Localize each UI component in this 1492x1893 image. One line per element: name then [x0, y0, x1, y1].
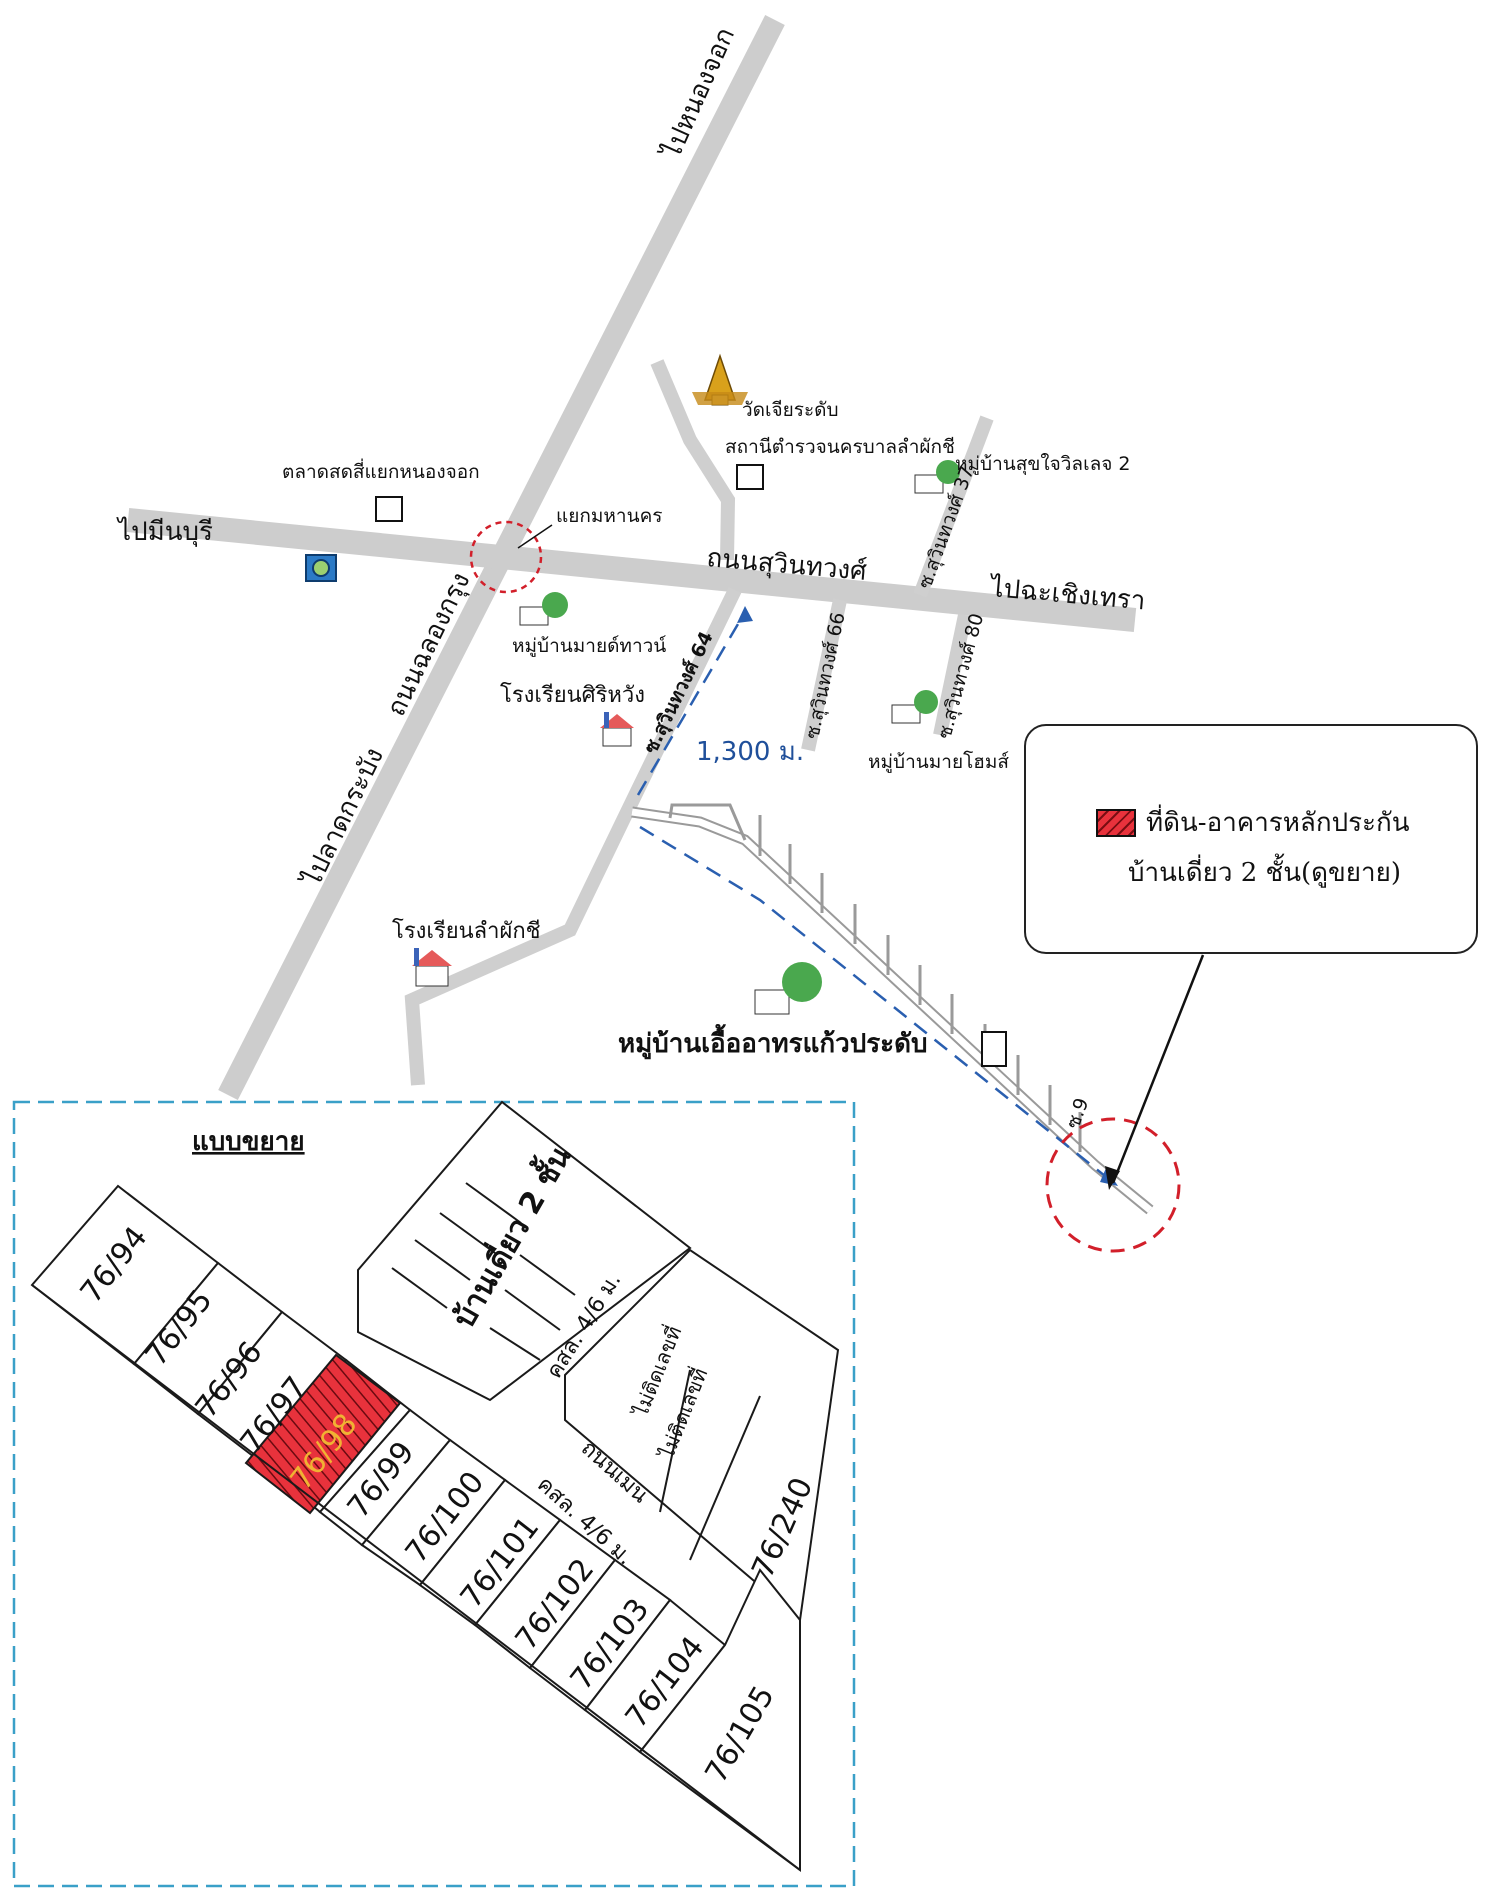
temple-icon — [692, 353, 748, 406]
road-temple — [650, 359, 736, 561]
label-school-sirirwang: โรงเรียนศิริหวัง — [500, 682, 645, 708]
detail-title: แบบขยาย — [192, 1127, 305, 1157]
lot-76-98-highlight — [244, 1353, 402, 1515]
village-icon — [914, 460, 960, 494]
label-village-myhome: หมู่บ้านมายโฮมส์ — [868, 750, 1009, 773]
legend-pointer — [1111, 954, 1205, 1184]
label-soi-80: ซ.สุวินทวงศ์ 80 — [934, 611, 990, 741]
road-soi-66 — [801, 598, 847, 752]
target-circle — [1045, 1117, 1181, 1253]
label-market: ตลาดสดสี่แยกหนองจอก — [282, 458, 480, 483]
label-temple: วัดเจียระดับ — [742, 399, 839, 421]
label-village-sukjai: หมู่บ้านสุขใจวิลเลจ 2 — [955, 453, 1130, 476]
school-icon — [600, 712, 634, 747]
village-icon — [754, 962, 822, 1015]
road-soi-64 — [404, 586, 742, 1086]
bus-stop-icon — [305, 554, 337, 582]
label-police: สถานีตำรวจนครบาลลำผักชี — [725, 436, 955, 458]
road-soi-80 — [933, 613, 972, 737]
house-block — [357, 1100, 692, 1402]
route-dashed-village — [639, 825, 1111, 1181]
label-school-lamphakchi: โรงเรียนลำผักชี — [392, 918, 541, 944]
legend-swatch — [1096, 808, 1136, 837]
right-block — [564, 1248, 840, 1622]
label-village-ueaarthon: หมู่บ้านเอื้ออาทรแก้วประดับ — [618, 1023, 928, 1060]
building-icon — [981, 1031, 1007, 1067]
label-soi-9: ซ.9 — [1062, 1095, 1093, 1132]
legend-box: ที่ดิน-อาคารหลักประกัน บ้านเดี่ยว 2 ชั้น… — [1024, 724, 1478, 954]
school-icon — [412, 948, 452, 987]
label-intersection: แยกมหานคร — [556, 505, 663, 527]
intersection-pointer — [517, 524, 553, 549]
police-icon — [736, 464, 764, 490]
road-soi-37 — [913, 415, 994, 598]
legend-line1: ที่ดิน-อาคารหลักประกัน — [1146, 808, 1410, 838]
village-icon — [891, 690, 938, 724]
route-dashed — [636, 611, 747, 796]
market-icon — [375, 496, 403, 522]
label-distance: 1,300 ม. — [696, 737, 804, 767]
village-icon — [519, 592, 568, 626]
legend-line2: บ้านเดี่ยว 2 ชั้น(ดูขยาย) — [1128, 858, 1401, 888]
road-suwinthawong — [126, 508, 1137, 632]
route-arrow-up — [737, 606, 753, 623]
legend-row: ที่ดิน-อาคารหลักประกัน — [1096, 802, 1410, 843]
legend-pointer-arrowhead — [1105, 1166, 1120, 1190]
label-village-mycity: หมู่บ้านมายด์ทาวน์ — [512, 635, 666, 657]
label-soi-66: ซ.สุวินทวงศ์ 66 — [801, 610, 850, 741]
label-to-min-buri: ไปมีนบุรี — [116, 516, 213, 547]
intersection-circle — [469, 520, 543, 594]
